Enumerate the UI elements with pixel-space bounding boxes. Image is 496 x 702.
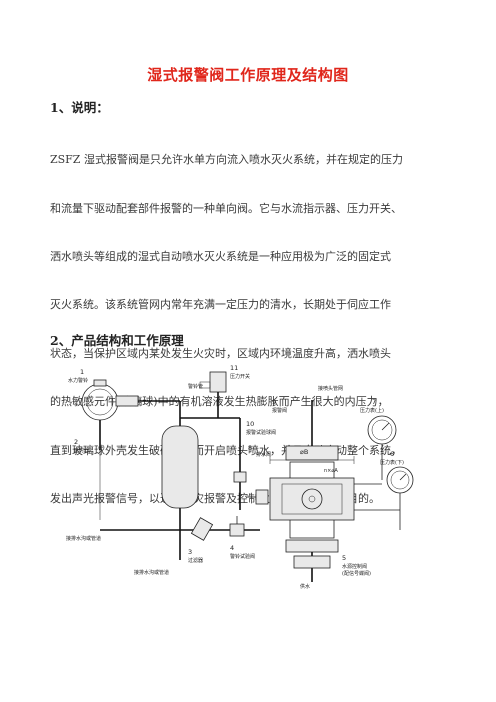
label-9-text: 报警阀 (272, 407, 287, 414)
label-1-text: 水力警铃 (68, 377, 88, 384)
paragraph-line: ZSFZ 湿式报警阀是只允许水单方向流入喷水灭火系统，并在规定的压力 (50, 153, 403, 167)
label-alarm-pipe: 警铃管 (188, 383, 203, 390)
label-11: 11 (230, 364, 238, 372)
label-4: 4 (230, 544, 234, 552)
paragraph-line: 灭火系统。该系统管网内常年充满一定压力的清水，长期处于伺应工作 (50, 298, 391, 312)
label-5-text: 水源控制阀 (342, 563, 367, 570)
label-6-text: 压力表(下) (380, 459, 404, 466)
structure-diagram: 1 水力警铃 11 压力开关 警铃管 2 延时器 9 报警阀 接喷头管网 10 … (60, 360, 440, 590)
label-10-text: 报警试验球阀 (246, 429, 276, 436)
label-2: 2 (74, 438, 78, 446)
drain-valve (246, 489, 269, 505)
label-1: 1 (80, 368, 84, 376)
label-5-sub: (配信号蝶阀) (342, 570, 371, 577)
source-control-valve (293, 555, 331, 569)
label-drain-outlet: 接排水沟或管道 (134, 569, 169, 576)
section-2-heading: 2、产品结构和工作原理 (50, 333, 184, 348)
paragraph-line: 洒水喷头等组成的湿式自动喷水灭火系统是一种应用极为广泛的固定式 (50, 250, 391, 264)
label-5: 5 (342, 554, 346, 562)
pressure-gauge-upper (367, 415, 397, 480)
label-8-text: 排水阀 (256, 451, 271, 458)
pressure-switch (199, 371, 227, 418)
paragraph-line: 状态，当保护区域内某处发生火灾时，区域内环境温度升高，洒水喷头 (50, 346, 391, 360)
label-10: 10 (246, 420, 254, 428)
page-title: 湿式报警阀工作原理及结构图 (147, 66, 349, 84)
label-size-b: ⌀B (300, 448, 308, 456)
test-valve (229, 516, 245, 537)
label-size-n: n×⌀A (324, 468, 338, 474)
label-3: 3 (188, 548, 192, 556)
label-8: 8 (248, 444, 252, 452)
label-water-in: 供水 (300, 583, 310, 590)
alarm-check-valve (269, 400, 355, 582)
paragraph-line: 和流量下驱动配套部件报警的一种单向阀。它与水流指示器、压力开关、 (50, 201, 402, 215)
water-alarm-bell (81, 379, 180, 450)
filter (190, 517, 214, 541)
label-9: 9 (272, 398, 276, 406)
retard-chamber (161, 422, 199, 530)
label-11-text: 压力开关 (230, 373, 250, 380)
label-4-text: 警铃试验阀 (230, 553, 255, 560)
section-1-heading: 1、说明： (50, 100, 109, 115)
label-7: 7 (372, 398, 376, 406)
label-2-text: 延时器 (74, 447, 89, 454)
label-7-text: 压力表(上) (360, 407, 384, 414)
alarm-test-ball-valve (233, 471, 247, 483)
label-6: 6 (390, 450, 394, 458)
label-3-text: 过滤器 (188, 557, 203, 564)
structure-diagram-svg: 1 水力警铃 11 压力开关 警铃管 2 延时器 9 报警阀 接喷头管网 10 … (66, 364, 414, 590)
label-drain-to-pipe: 接排水沟或管道 (66, 535, 101, 542)
pressure-gauge-lower (354, 466, 414, 530)
label-to-network: 接喷头管网 (318, 385, 343, 392)
